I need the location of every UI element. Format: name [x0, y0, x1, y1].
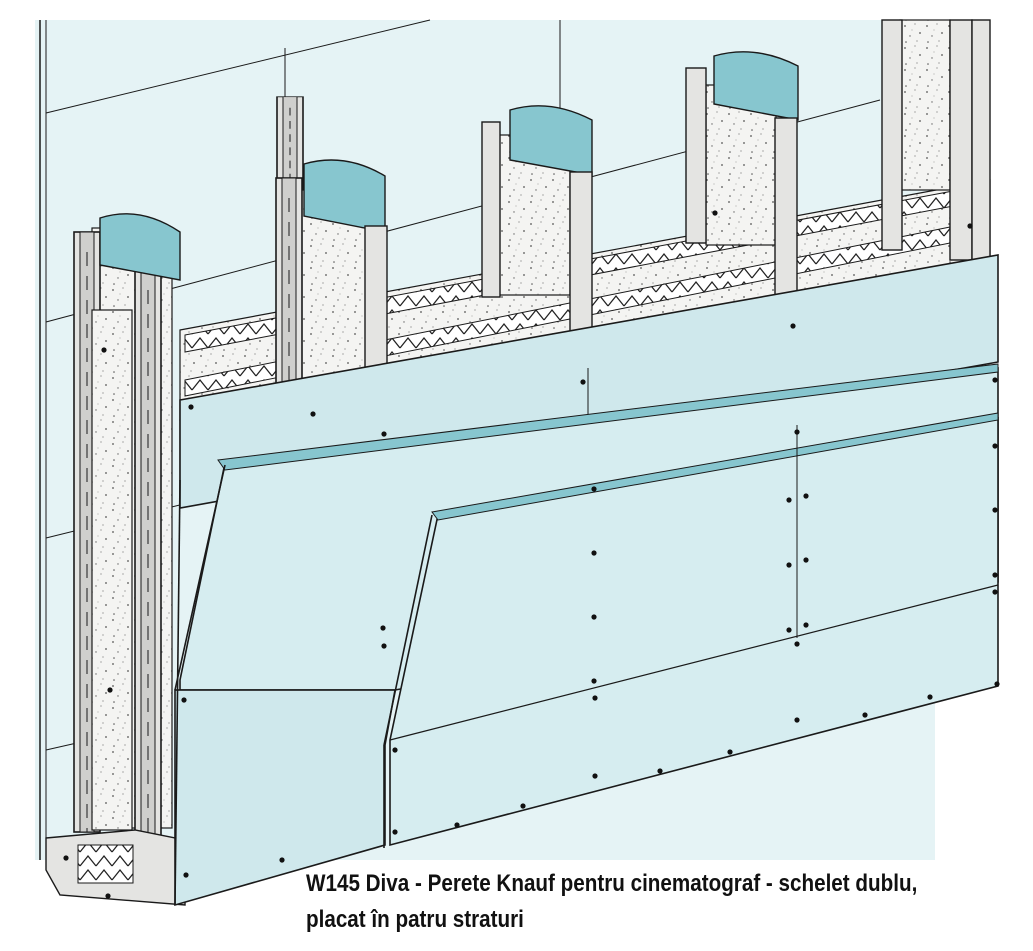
stud-pair-4 [685, 51, 799, 314]
caption-line-1: W145 Diva - Perete Knauf pentru cinemato… [306, 870, 918, 897]
caption-line-2: placat în patru straturi [306, 906, 524, 933]
caption: W145 Diva - Perete Knauf pentru cinemato… [306, 866, 925, 938]
board-layer-4 [383, 412, 999, 848]
floor-track [45, 829, 186, 906]
screw-fasteners [63, 210, 1000, 899]
stud-pair-1 [73, 213, 181, 871]
stud-pair-3 [481, 105, 593, 363]
board-layer-3 [174, 464, 396, 907]
stud-pair-5 [881, 19, 991, 261]
